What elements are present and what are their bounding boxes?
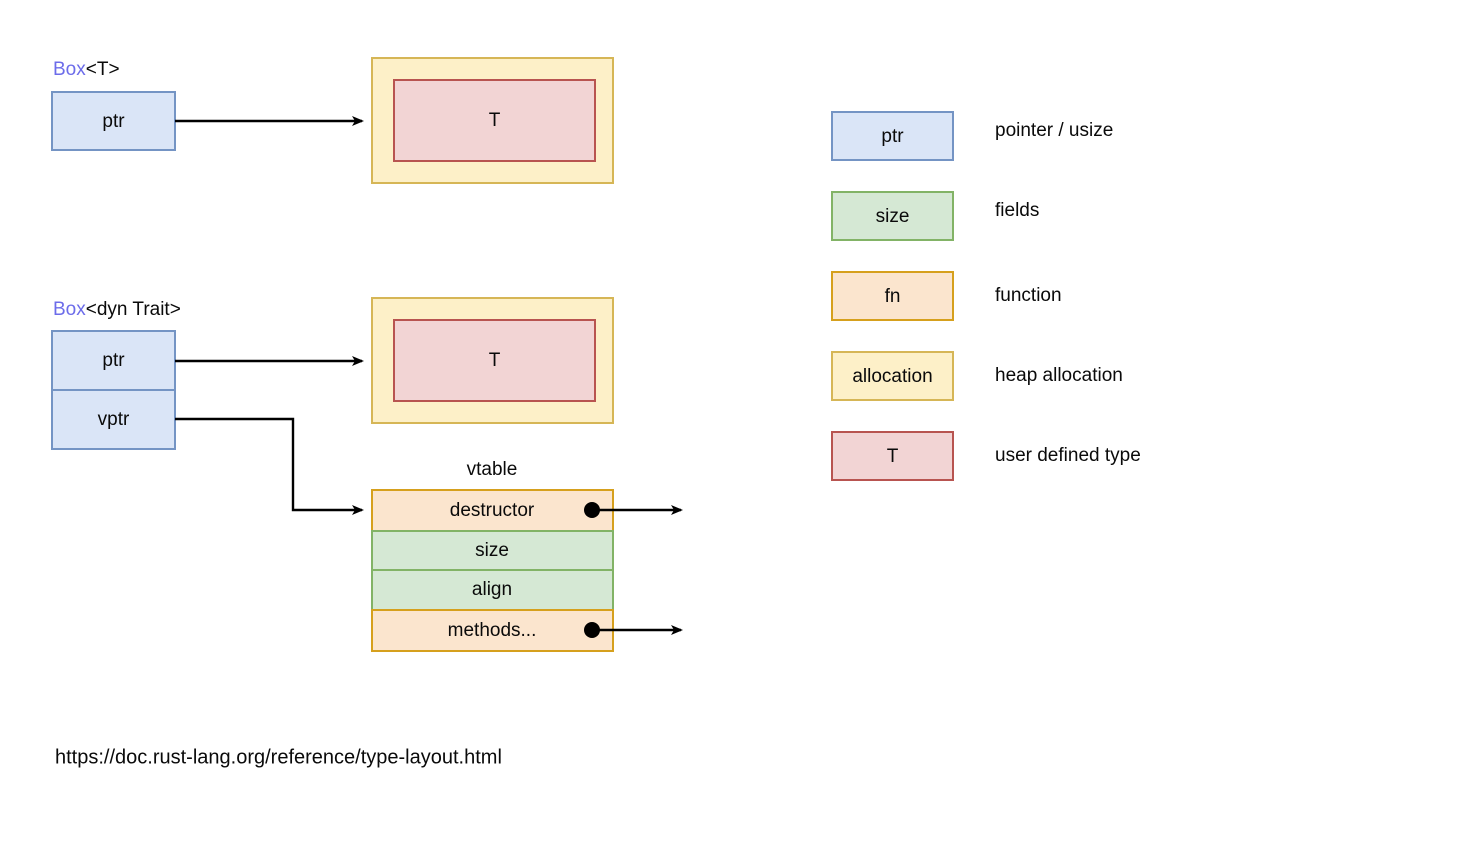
- legend-description-fields: fields: [995, 200, 1039, 221]
- box-dyn-struct: ptr vptr: [51, 330, 176, 450]
- allocation-top-type-box: [393, 79, 596, 162]
- legend-swatch-label-fn: fn: [885, 286, 901, 307]
- legend-item-ptr: ptr pointer / usize: [831, 111, 1113, 161]
- box-dyn-title-rest: <dyn Trait>: [86, 299, 181, 320]
- allocation-bottom-type-box: [393, 319, 596, 402]
- allocation-top: T: [371, 57, 614, 184]
- box-dyn-title: Box<dyn Trait>: [53, 299, 181, 320]
- legend-swatch-allocation: [831, 351, 954, 401]
- source-url-text: https://doc.rust-lang.org/reference/type…: [55, 746, 502, 768]
- box-t-struct: ptr: [51, 91, 176, 151]
- legend-swatch-size: [831, 191, 954, 241]
- legend-swatch-ptr: [831, 111, 954, 161]
- legend-swatch-label-allocation: allocation: [852, 366, 932, 387]
- legend-item-fn: fn function: [831, 271, 1062, 321]
- box-t-title-rest: <T>: [86, 59, 120, 80]
- vtable-row-align-label: align: [472, 579, 512, 600]
- box-dyn-ptr-label: ptr: [102, 350, 125, 371]
- legend-swatch-label-size: size: [876, 206, 910, 227]
- vtable-row-size-label: size: [475, 540, 509, 561]
- box-t-ptr-label: ptr: [102, 111, 125, 132]
- legend-description-user-defined-type: user defined type: [995, 445, 1141, 466]
- allocation-top-type-label: T: [489, 110, 501, 131]
- legend-swatch-label-type: T: [887, 446, 899, 467]
- vtable-row-methods-label: methods...: [448, 620, 537, 641]
- vtable-struct: destructor size align methods...: [371, 489, 614, 652]
- allocation-bottom: T: [371, 297, 614, 424]
- box-dyn-vptr-label: vptr: [98, 409, 130, 430]
- vtable-row-size-cell: [371, 530, 614, 571]
- edge-box-dyn-vptr-to-vtable: [175, 417, 364, 515]
- legend-swatch-label-ptr: ptr: [881, 126, 904, 147]
- legend-description-ptr: pointer / usize: [995, 120, 1113, 141]
- legend-description-heap-allocation: heap allocation: [995, 365, 1123, 386]
- legend: ptr pointer / usize size fields fn funct…: [831, 111, 1141, 481]
- legend-swatch-fn: [831, 271, 954, 321]
- legend-swatch-type: [831, 431, 954, 481]
- vtable-row-destructor-label: destructor: [450, 500, 535, 521]
- legend-description-function: function: [995, 285, 1062, 306]
- legend-item-allocation: allocation heap allocation: [831, 351, 1123, 401]
- legend-item-fields: size fields: [831, 191, 1039, 241]
- vtable-caption: vtable: [467, 459, 518, 480]
- legend-item-type: T user defined type: [831, 431, 1141, 481]
- box-t-title: Box<T>: [53, 59, 120, 80]
- box-t-ptr-cell: [51, 91, 176, 151]
- box-t-title-accent: Box: [53, 59, 86, 80]
- box-dyn-title-accent: Box: [53, 299, 86, 320]
- allocation-bottom-type-label: T: [489, 350, 501, 371]
